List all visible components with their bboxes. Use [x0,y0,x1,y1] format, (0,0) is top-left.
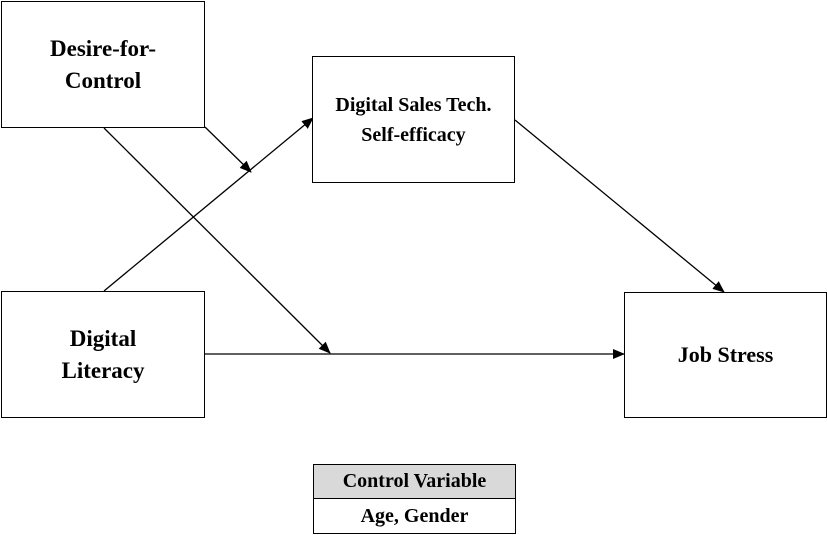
control-variable-value: Age, Gender [314,499,515,533]
edge-literacy-to-self-efficacy [103,117,314,292]
node-digital-sales-tech-line2: Self-efficacy [361,123,466,146]
control-variable-header: Control Variable [314,465,515,499]
edge-self-efficacy-to-job-stress [514,119,725,293]
node-desire-for-control-line2: Control [64,67,142,93]
node-digital-sales-tech-self-efficacy: Digital Sales Tech. Self-efficacy [312,56,515,183]
edge-desire-moderates-job-stress-path [103,127,331,354]
node-desire-for-control-line1: Desire-for- [50,35,156,61]
node-digital-literacy-line2: Literacy [61,357,145,383]
node-digital-literacy: Digital Literacy [1,291,205,418]
node-digital-literacy-line1: Digital [69,325,137,351]
node-digital-sales-tech-line1: Digital Sales Tech. [335,93,492,116]
edge-desire-moderates-self-efficacy-path [204,126,252,173]
control-variable-table: Control Variable Age, Gender [313,464,516,534]
node-desire-for-control: Desire-for- Control [1,1,205,128]
node-job-stress-label: Job Stress [677,342,774,367]
node-job-stress: Job Stress [624,292,827,418]
